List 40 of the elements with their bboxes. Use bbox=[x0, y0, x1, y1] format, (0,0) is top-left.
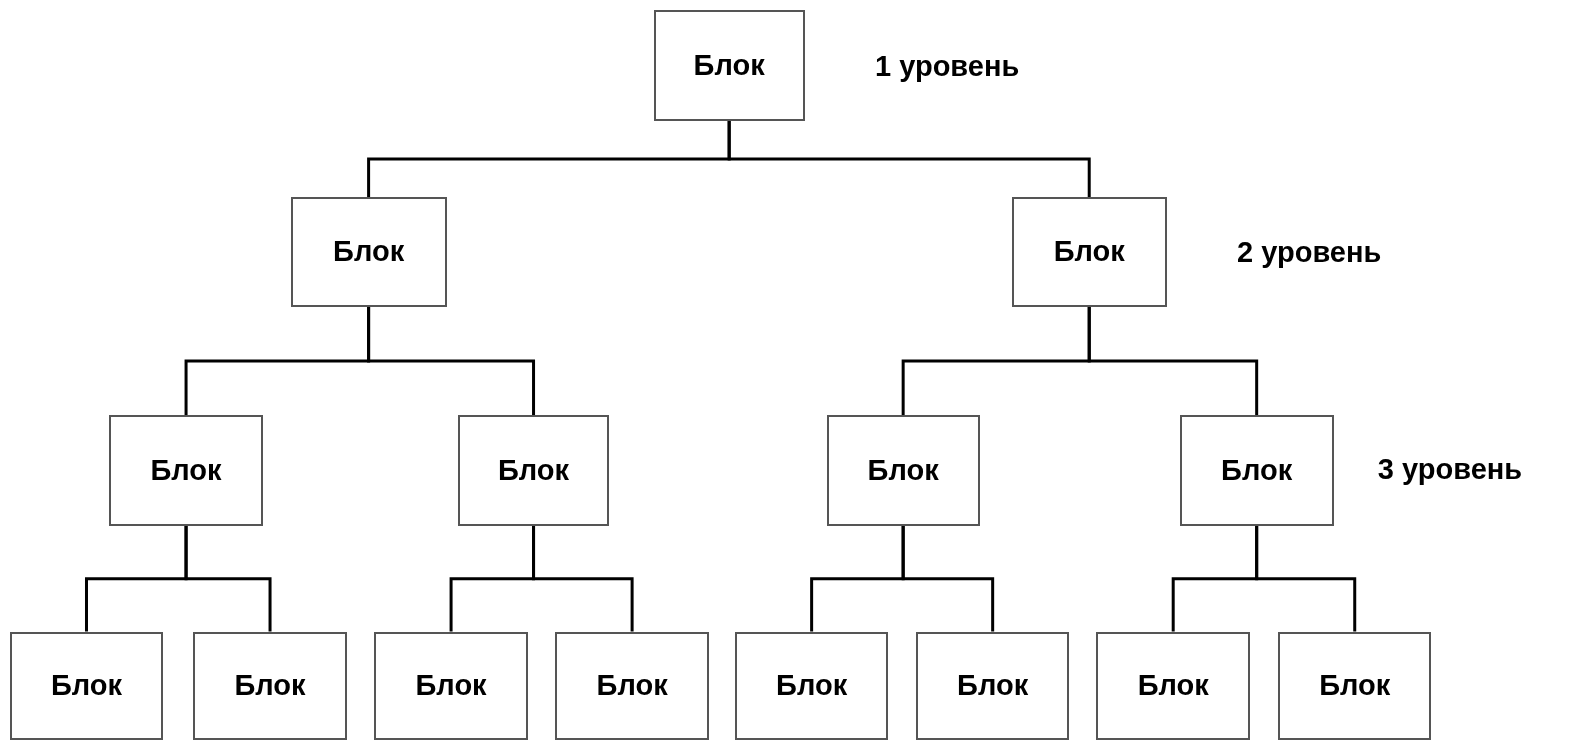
connector-line bbox=[901, 526, 995, 632]
block-box bbox=[916, 631, 1070, 741]
connector-line bbox=[1255, 526, 1357, 632]
block-label: Блок bbox=[50, 668, 123, 704]
block-label: Блок bbox=[957, 668, 1029, 704]
connector-line bbox=[1087, 306, 1259, 416]
block-box bbox=[290, 197, 447, 307]
level-label: 3 уровень bbox=[1377, 451, 1523, 487]
block-label: Блок bbox=[1221, 452, 1293, 488]
connector-line bbox=[532, 526, 634, 632]
block-label: Блок bbox=[234, 668, 306, 704]
block-box bbox=[374, 631, 528, 741]
level-label: 2 уровень bbox=[1237, 235, 1382, 271]
block-label: Блок bbox=[776, 668, 848, 704]
block-label: Блок bbox=[497, 452, 570, 488]
block-box bbox=[735, 631, 889, 741]
block-label: Блок bbox=[596, 668, 668, 704]
connector-line bbox=[184, 526, 272, 632]
level-label: 1 уровень bbox=[875, 49, 1020, 85]
block-box bbox=[457, 415, 610, 526]
block-box bbox=[193, 631, 347, 741]
block-label: Блок bbox=[1053, 234, 1125, 270]
block-label: Блок bbox=[867, 452, 939, 488]
block-label: Блок bbox=[693, 47, 765, 83]
block-box bbox=[653, 10, 805, 121]
block-box bbox=[555, 631, 710, 741]
block-box bbox=[1179, 415, 1334, 526]
block-label: Блок bbox=[1137, 668, 1209, 704]
block-box bbox=[1096, 631, 1251, 741]
block-label: Блок bbox=[150, 452, 222, 488]
block-box bbox=[1011, 197, 1167, 307]
block-box bbox=[826, 415, 980, 526]
block-label: Блок bbox=[333, 234, 405, 270]
block-box bbox=[10, 631, 163, 741]
block-box bbox=[1278, 631, 1432, 741]
block-label: Блок bbox=[415, 668, 487, 704]
block-label: Блок bbox=[1319, 668, 1391, 704]
block-box bbox=[108, 415, 264, 526]
connector-line bbox=[727, 120, 1091, 198]
connector-line bbox=[367, 306, 536, 416]
